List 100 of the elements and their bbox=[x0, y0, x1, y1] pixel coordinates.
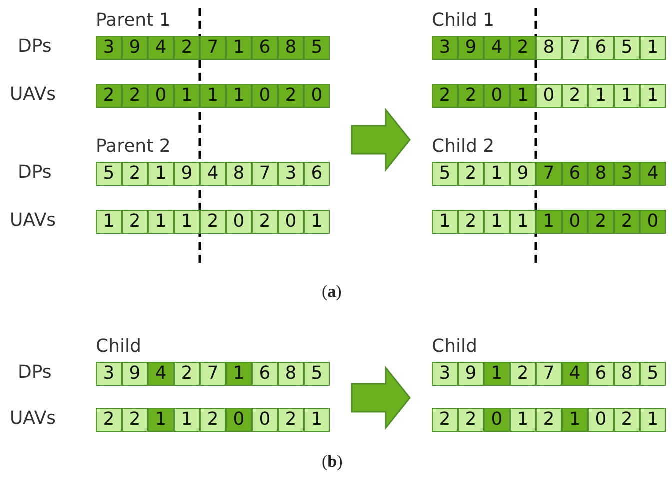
gene-cell: 4 bbox=[484, 36, 510, 60]
gene-cell: 1 bbox=[200, 84, 226, 108]
gene-cell: 7 bbox=[536, 362, 562, 386]
gene-cell: 2 bbox=[278, 84, 304, 108]
chromosome-title: Child bbox=[96, 336, 142, 358]
gene-cell: 5 bbox=[304, 362, 330, 386]
gene-cell: 5 bbox=[614, 36, 640, 60]
row-label: UAVs bbox=[10, 210, 56, 232]
gene-cell: 7 bbox=[252, 162, 278, 186]
gene-cell: 2 bbox=[432, 408, 458, 432]
gene-cell: 1 bbox=[510, 84, 536, 108]
gene-cell: 2 bbox=[614, 408, 640, 432]
gene-cell: 8 bbox=[278, 362, 304, 386]
gene-cell: 0 bbox=[226, 210, 252, 234]
gene-cell: 6 bbox=[588, 36, 614, 60]
gene-cell: 1 bbox=[562, 408, 588, 432]
gene-cell: 0 bbox=[484, 408, 510, 432]
gene-cell: 1 bbox=[96, 210, 122, 234]
gene-cell: 8 bbox=[536, 36, 562, 60]
gene-cell: 1 bbox=[148, 162, 174, 186]
gene-cell: 2 bbox=[252, 210, 278, 234]
gene-cell: 2 bbox=[510, 362, 536, 386]
gene-cell: 6 bbox=[252, 36, 278, 60]
gene-cell: 0 bbox=[252, 408, 278, 432]
gene-cell: 1 bbox=[226, 84, 252, 108]
gene-cell: 2 bbox=[458, 210, 484, 234]
gene-cell: 8 bbox=[614, 362, 640, 386]
gene-cell: 1 bbox=[174, 210, 200, 234]
chromosome-title: Child 1 bbox=[432, 10, 495, 32]
gene-cell: 2 bbox=[122, 84, 148, 108]
gene-cell: 9 bbox=[174, 162, 200, 186]
gene-cell: 9 bbox=[510, 162, 536, 186]
gene-cell: 2 bbox=[200, 408, 226, 432]
row-label: DPs bbox=[18, 362, 52, 384]
gene-cell: 7 bbox=[200, 36, 226, 60]
gene-cell: 2 bbox=[122, 162, 148, 186]
gene-cell: 2 bbox=[96, 408, 122, 432]
row-label: UAVs bbox=[10, 408, 56, 430]
gene-cell: 5 bbox=[96, 162, 122, 186]
gene-cell: 0 bbox=[148, 84, 174, 108]
gene-cell: 1 bbox=[640, 84, 666, 108]
gene-cell: 0 bbox=[226, 408, 252, 432]
gene-cell: 1 bbox=[640, 36, 666, 60]
gene-cell: 2 bbox=[174, 36, 200, 60]
chromosome-title: Parent 1 bbox=[96, 10, 171, 32]
gene-cell: 3 bbox=[96, 362, 122, 386]
gene-cell: 0 bbox=[304, 84, 330, 108]
gene-cell: 3 bbox=[96, 36, 122, 60]
gene-cell: 2 bbox=[458, 408, 484, 432]
gene-cell: 0 bbox=[484, 84, 510, 108]
chromosome-title: Child bbox=[432, 336, 478, 358]
gene-cell: 2 bbox=[122, 210, 148, 234]
gene-cell: 1 bbox=[226, 362, 252, 386]
gene-cell: 3 bbox=[614, 162, 640, 186]
gene-cell: 2 bbox=[588, 210, 614, 234]
gene-cell: 6 bbox=[588, 362, 614, 386]
gene-cell: 0 bbox=[640, 210, 666, 234]
gene-cell: 2 bbox=[278, 408, 304, 432]
gene-cell: 0 bbox=[278, 210, 304, 234]
gene-cell: 2 bbox=[96, 84, 122, 108]
gene-cell: 8 bbox=[226, 162, 252, 186]
block-arrow bbox=[351, 366, 411, 430]
chromosome-title: Child 2 bbox=[432, 136, 495, 158]
gene-cell: 1 bbox=[536, 210, 562, 234]
gene-cell: 0 bbox=[252, 84, 278, 108]
gene-cell: 7 bbox=[562, 36, 588, 60]
gene-cell: 2 bbox=[432, 84, 458, 108]
gene-cell: 4 bbox=[640, 162, 666, 186]
chromosome-title: Parent 2 bbox=[96, 136, 171, 158]
gene-cell: 9 bbox=[458, 362, 484, 386]
gene-cell: 3 bbox=[432, 36, 458, 60]
gene-cell: 3 bbox=[432, 362, 458, 386]
gene-cell: 9 bbox=[458, 36, 484, 60]
gene-cell: 0 bbox=[562, 210, 588, 234]
gene-cell: 1 bbox=[588, 84, 614, 108]
gene-cell: 1 bbox=[640, 408, 666, 432]
gene-cell: 2 bbox=[174, 362, 200, 386]
gene-cell: 2 bbox=[536, 408, 562, 432]
gene-cell: 3 bbox=[278, 162, 304, 186]
gene-cell: 1 bbox=[484, 362, 510, 386]
gene-cell: 6 bbox=[252, 362, 278, 386]
gene-cell: 2 bbox=[200, 210, 226, 234]
gene-cell: 4 bbox=[200, 162, 226, 186]
gene-cell: 1 bbox=[432, 210, 458, 234]
gene-cell: 1 bbox=[148, 210, 174, 234]
gene-cell: 1 bbox=[484, 210, 510, 234]
gene-cell: 4 bbox=[148, 362, 174, 386]
gene-cell: 2 bbox=[562, 84, 588, 108]
panel-caption: (a) bbox=[322, 282, 342, 302]
gene-cell: 5 bbox=[640, 362, 666, 386]
gene-cell: 5 bbox=[432, 162, 458, 186]
gene-cell: 0 bbox=[536, 84, 562, 108]
gene-cell: 0 bbox=[588, 408, 614, 432]
block-arrow bbox=[351, 108, 411, 172]
row-label: DPs bbox=[18, 162, 52, 184]
gene-cell: 1 bbox=[148, 408, 174, 432]
gene-cell: 8 bbox=[278, 36, 304, 60]
gene-cell: 2 bbox=[458, 84, 484, 108]
gene-cell: 1 bbox=[510, 408, 536, 432]
gene-cell: 1 bbox=[304, 210, 330, 234]
